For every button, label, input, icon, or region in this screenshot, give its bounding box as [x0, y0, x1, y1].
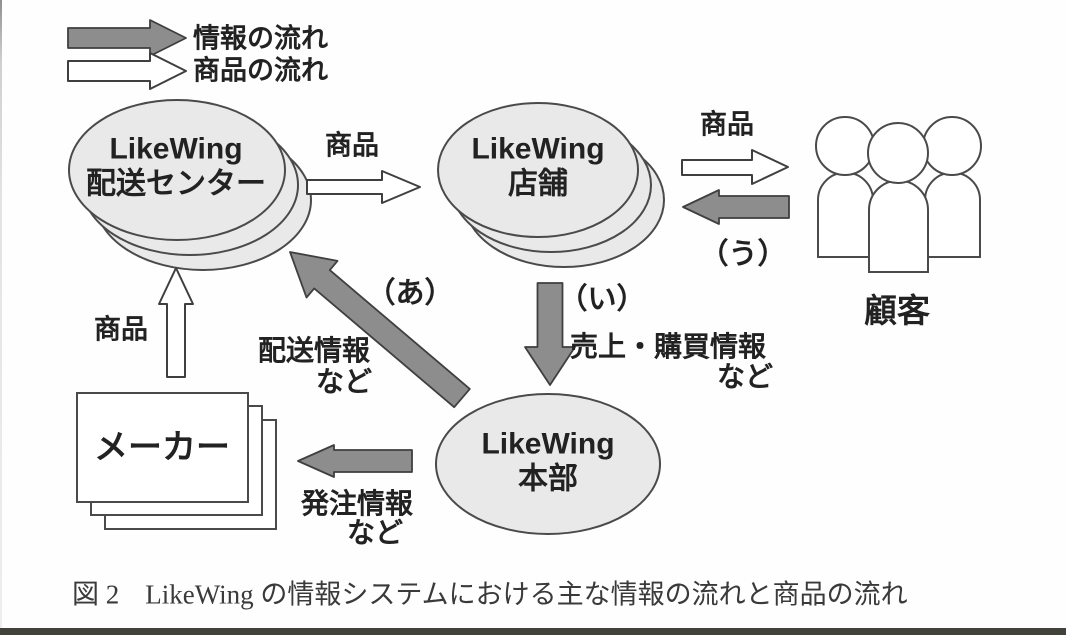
page-bottom-bar — [0, 628, 1066, 635]
node-distribution-center-shape — [68, 99, 312, 271]
node-distribution-center-label: LikeWing 配送センター — [86, 133, 266, 202]
node-headquarters-label: LikeWing 本部 — [481, 428, 614, 497]
label-order-info-etc: など — [346, 516, 404, 548]
node-maker-shape — [76, 392, 277, 530]
headquarters-line1: LikeWing — [481, 427, 615, 461]
figure-caption-number: 図 2 — [72, 579, 120, 610]
label-i: （い） — [558, 283, 646, 316]
customers-icon — [815, 116, 982, 273]
label-goods-store-to-customer: 商品 — [700, 109, 754, 140]
distribution-center-line2: 配送センター — [86, 167, 266, 200]
label-sales-purchase-info-etc: など — [716, 360, 773, 392]
label-sales-purchase-info: 売上・購買情報 — [570, 330, 767, 362]
label-order-info: 発注情報 — [300, 487, 414, 519]
figure-caption: 図 2 LikeWing の情報システムにおける主な情報の流れと商品の流れ — [72, 573, 908, 612]
label-delivery-info: 配送情報 — [257, 334, 371, 366]
node-headquarters-shape — [435, 393, 661, 535]
node-store-label: LikeWing 店舗 — [471, 133, 604, 202]
arrow-info-customer-to-store — [682, 189, 790, 225]
page-left-edge-line — [0, 0, 2, 635]
label-goods-maker-to-dc: 商品 — [94, 314, 148, 345]
store-line2: 店舗 — [507, 167, 568, 200]
arrow-goods-dc-to-store — [306, 170, 421, 204]
arrow-info-hq-to-maker — [297, 444, 413, 478]
arrow-info-hq-to-dc — [289, 251, 471, 409]
legend-info-arrow-icon — [67, 19, 187, 57]
store-line1: LikeWing — [471, 132, 605, 166]
label-delivery-info-etc: など — [315, 365, 373, 397]
label-goods-dc-to-store: 商品 — [325, 130, 379, 161]
label-a: （あ） — [366, 277, 454, 310]
legend-goods-arrow-icon — [67, 52, 187, 90]
legend-info-label: 情報の流れ — [193, 23, 328, 54]
arrow-goods-store-to-customer — [681, 149, 789, 185]
node-maker-label: メーカー — [94, 428, 230, 467]
arrow-goods-maker-to-dc — [158, 267, 194, 378]
distribution-center-line1: LikeWing — [109, 132, 243, 166]
legend-goods-label: 商品の流れ — [193, 55, 328, 86]
customer-label: 顧客 — [864, 292, 930, 330]
figure-caption-text: LikeWing の情報システムにおける主な情報の流れと商品の流れ — [145, 579, 908, 610]
arrow-info-store-to-hq — [524, 282, 576, 386]
headquarters-line2: 本部 — [517, 462, 578, 495]
node-store-shape — [437, 102, 665, 268]
label-u: （う） — [699, 238, 787, 271]
